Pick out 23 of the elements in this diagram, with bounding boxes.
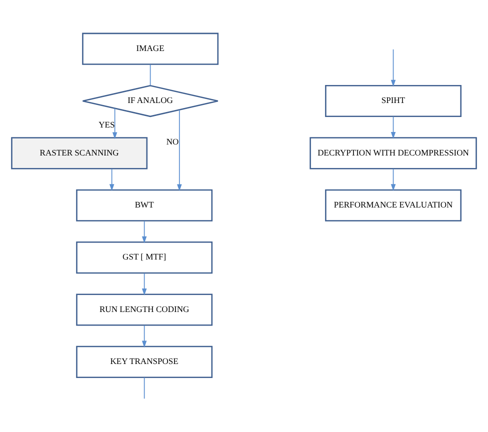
- arrow: [142, 220, 147, 243]
- node-box: DECRYPTION WITH DECOMPRESSION: [310, 136, 477, 169]
- node-box: IMAGE: [82, 32, 219, 64]
- arrow: [109, 168, 114, 191]
- arrow: [142, 272, 147, 295]
- node-box: KEY TRANSPOSE: [76, 345, 213, 378]
- arrow: [390, 48, 396, 86]
- node-box: PERFORMANCE EVALUATION: [325, 188, 462, 221]
- arrow: [142, 324, 147, 348]
- arrow: [177, 108, 182, 191]
- node-diamond: IF ANALOG: [82, 84, 219, 117]
- connector: [144, 376, 145, 399]
- edge-label: YES: [98, 118, 115, 129]
- node-box: RASTER SCANNING: [11, 136, 148, 169]
- arrow: [112, 108, 118, 139]
- node-box: SPIHT: [325, 84, 462, 117]
- arrow: [390, 168, 396, 191]
- edge-label: NO: [166, 136, 179, 146]
- node-box: RUN LENGTH CODING: [76, 293, 213, 326]
- node-box: GST [ MTF]: [76, 241, 213, 274]
- node-box: BWT: [76, 188, 213, 221]
- connector: [150, 64, 151, 86]
- arrow: [390, 116, 396, 138]
